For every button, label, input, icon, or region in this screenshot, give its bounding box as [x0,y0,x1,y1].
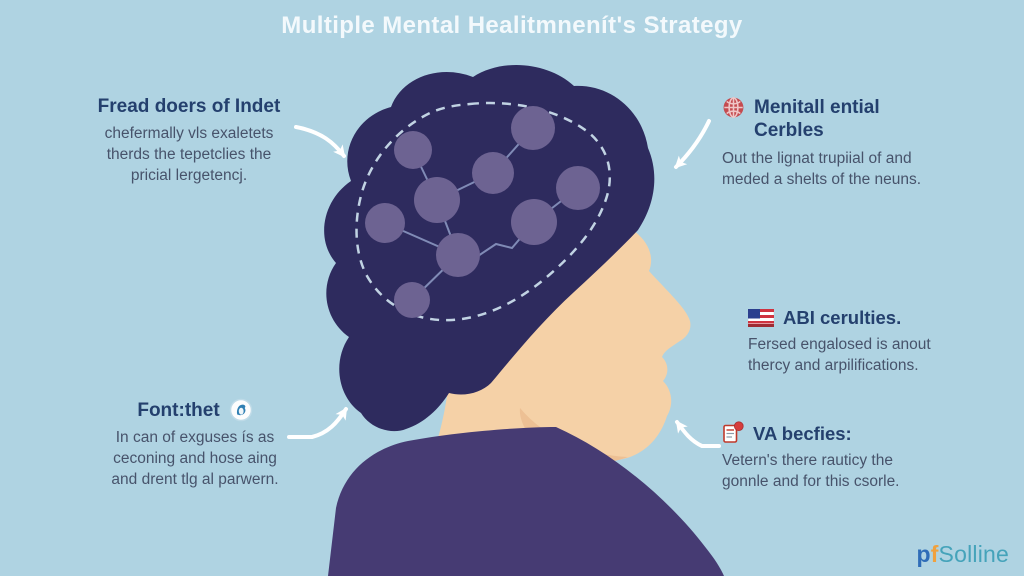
callout-bottom-left-heading: Font:thet [137,399,220,421]
callout-bottom-left-text: ceconing and hose aing [113,450,277,467]
brain-nodes [365,106,600,318]
callout-mid-right: ABI cerulties. Fersed engalosed is anout… [748,306,958,376]
pointer-arrows [287,119,721,448]
callout-bottom-left-text: In can of exguses ís as [115,429,275,446]
callout-mid-right-text: thercy and arpilifications. [748,357,919,374]
heading-line: Cerbles [754,120,824,141]
callout-bottom-right-text: Vetern's there rauticy the [722,452,893,469]
brain-outline [355,101,611,322]
callout-bottom-left-text: and drent tlg al parwern. [111,471,279,488]
arrow-top-left [294,125,346,158]
document-alert-icon [722,421,744,445]
brand-logo: pfSolline [916,541,1009,568]
shirt [328,427,724,576]
callout-bottom-left: Font:thet In can of exguses ís as ceconi… [92,398,298,490]
callout-top-right-text: meded a shelts of the neuns. [722,171,922,188]
callout-top-right-text: Out the lignat trupiial of and [722,150,912,167]
bird-badge-icon [229,398,253,422]
logo-letter-f: f [930,541,939,567]
callout-mid-right-heading: ABI cerulties. [783,307,902,328]
callout-top-left-text: chefermally vls exaletets [104,125,274,142]
brain-network [355,101,611,322]
callout-top-right-heading: Menitall ential Cerbles [754,96,880,142]
callout-top-left-text: pricial lergetencj. [130,167,248,184]
page-title: Multiple Mental Healitmnenít's Strategy [281,12,743,39]
arrow-bottom-right [675,420,721,448]
red-globe-icon [722,96,745,119]
callout-top-right: Menitall ential Cerbles Out the lignat t… [722,96,974,190]
callout-bottom-right-text: gonnle and for this csorle. [722,473,900,490]
callout-bottom-right: VA becfies: Vetern's there rauticy the g… [722,421,934,492]
callout-top-left: Fread doers of Indet chefermally vls exa… [58,95,320,186]
callout-bottom-right-heading: VA becfies: [753,422,852,444]
heading-line: Menitall ential [754,97,880,118]
callout-top-left-heading: Fread doers of Indet [97,96,281,117]
us-flag-icon [748,308,774,327]
arrow-top-right [674,119,711,169]
logo-name: Solline [938,541,1009,567]
callout-top-left-text: therds the tepetclies the [106,146,272,163]
arrow-bottom-left [287,407,348,439]
callout-mid-right-text: Fersed engalosed is anout [748,336,931,353]
logo-letter-p: p [916,541,931,567]
